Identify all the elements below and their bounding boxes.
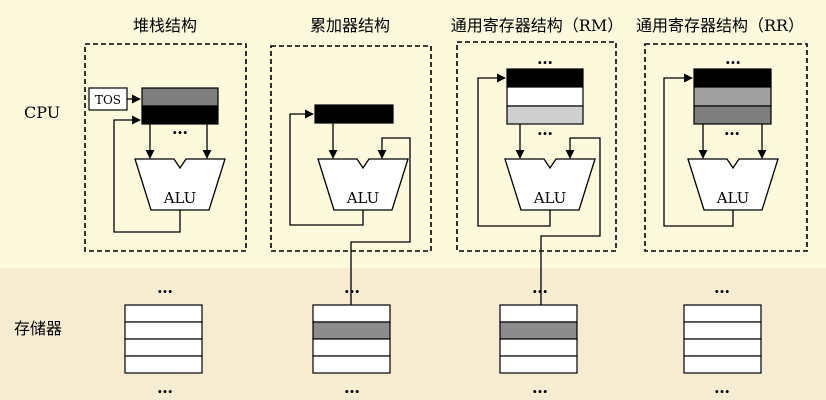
stack-cell-top [141,87,219,107]
alu-accumulator [317,158,409,211]
result-loop-rr [663,73,734,227]
panel-register-rr: 通用寄存器结构（RR） … … ALU [636,16,808,252]
rm-register-3 [506,105,584,125]
memory-ellipsis-top: … [157,278,173,297]
memory-cell [312,355,391,374]
panel-stack: 堆栈结构 TOS … ALU [84,16,247,252]
stack-cell-second [141,105,219,125]
rm-ellipsis-top: … [537,49,553,68]
alu-label-rm: ALU [533,189,567,207]
memory-label: 存储器 [14,319,62,338]
alu-label-accumulator: ALU [346,189,380,207]
memory-block-2: … … [312,278,391,397]
memory-cell [499,355,578,374]
memory-cell [683,355,762,374]
memory-ellipsis-top: … [532,278,548,297]
memory-block-4: … … [683,278,762,397]
memory-cell [124,338,203,357]
rm-ellipsis-bottom: … [537,120,553,139]
alu-label-rr: ALU [716,189,750,207]
rr-ellipsis-top: … [725,49,741,68]
alu-label-stack: ALU [163,189,197,207]
memory-to-alu-rm [540,137,601,325]
memory-cell [124,304,203,323]
cpu-label: CPU [24,103,60,122]
cpu-boundary-rr [644,43,808,252]
cpu-boundary-stack [84,43,247,252]
memory-ellipsis-bottom: … [532,378,548,397]
alu-rr [687,158,779,211]
alu-stack [134,158,226,211]
panel-accumulator: 累加器结构 ALU [270,16,432,325]
memory-cell-operand [312,321,391,340]
memory-cell [683,304,762,323]
stack-ellipsis: … [172,119,188,138]
memory-ellipsis-bottom: … [714,378,730,397]
result-loop-rm [477,73,551,227]
rm-register-2 [506,86,584,107]
memory-ellipsis-bottom: … [344,378,360,397]
accumulator-register [314,104,394,124]
panel-register-rm: 通用寄存器结构（RM） … … ALU [451,16,623,325]
cpu-band [0,0,826,268]
result-loop-accumulator [289,109,364,226]
memory-cell [499,304,578,323]
memory-block-1: … … [124,278,203,397]
rr-ellipsis-bottom: … [724,120,740,139]
panel-title-accumulator: 累加器结构 [310,16,390,35]
memory-cell [124,321,203,340]
rr-register-3 [693,105,772,125]
rr-register-2 [693,86,772,107]
panel-title-rm: 通用寄存器结构（RM） [451,16,623,35]
memory-ellipsis-top: … [714,278,730,297]
rm-register-1 [506,68,584,88]
memory-cell [312,338,391,357]
memory-cell [499,338,578,357]
rr-register-1 [693,68,772,88]
tos-label: TOS [95,93,121,107]
memory-cell [124,355,203,374]
memory-block-3: … … [499,278,578,397]
memory-cell [312,304,391,323]
panel-title-stack: 堆栈结构 [133,16,197,35]
alu-rm [504,158,596,211]
memory-ellipsis-bottom: … [157,378,173,397]
memory-cell-operand [499,321,578,340]
memory-cell [683,338,762,357]
result-loop-stack [113,115,181,233]
memory-ellipsis-top: … [344,278,360,297]
panel-title-rr: 通用寄存器结构（RR） [636,16,804,35]
memory-to-alu-accumulator [350,137,411,325]
memory-cell [683,321,762,340]
